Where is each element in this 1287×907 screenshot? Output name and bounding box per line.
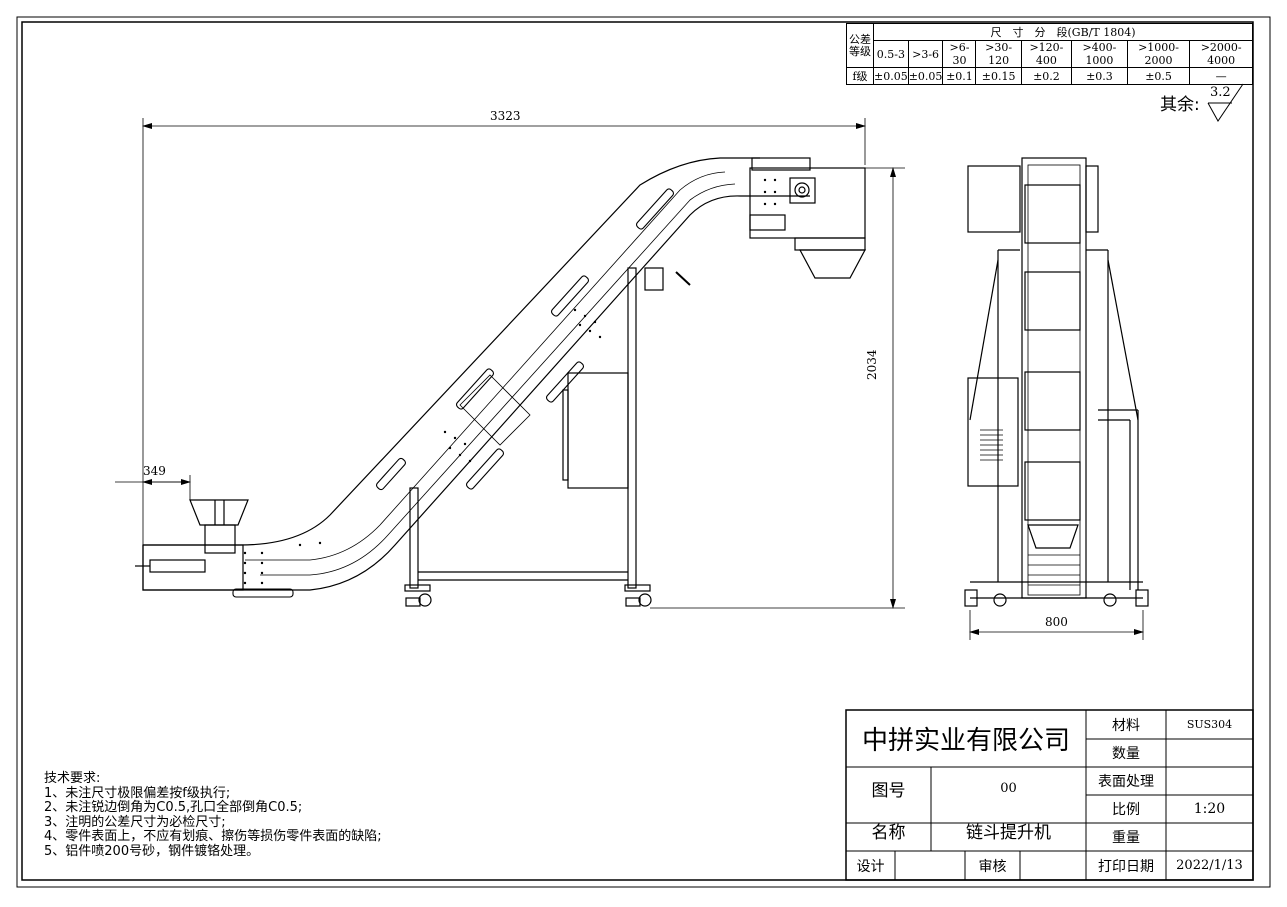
drawing-no-value: 00 — [1000, 780, 1017, 796]
dim-height: 2034 — [865, 349, 879, 380]
roughness-label: 其余: — [1160, 95, 1200, 115]
outer-border — [16, 16, 1271, 888]
surface-label: 表面处理 — [1098, 774, 1154, 790]
side-view — [135, 157, 867, 607]
tolerance-header-label: 公差 等级 — [846, 23, 874, 68]
drawing-no-label: 图号 — [871, 780, 906, 801]
design-value — [895, 851, 965, 880]
range-cell: >30-120 — [975, 40, 1022, 68]
weight-value — [1166, 823, 1253, 851]
dim-overall-length: 3323 — [490, 109, 521, 123]
tolerance-table: 公差 等级 尺 寸 分 段(GB/T 1804) 0.5-3 >3-6 >6-3… — [846, 23, 1253, 85]
dim-width: 800 — [1045, 615, 1068, 629]
tech-requirements: 技术要求: 1、未注尺寸极限偏差按f级执行; 2、未注锐边倒角为C0.5,孔口全… — [44, 771, 382, 859]
material-value: SUS304 — [1186, 718, 1233, 731]
value-cell: ±0.5 — [1126, 67, 1191, 85]
inner-border — [21, 21, 1254, 881]
tech-item: 4、零件表面上，不应有划痕、擦伤等损伤零件表面的缺陷; — [44, 829, 382, 844]
review-value — [1020, 851, 1086, 880]
surface-value — [1166, 767, 1253, 795]
range-cell: >1000-2000 — [1126, 40, 1191, 68]
scale-value: 1:20 — [1193, 801, 1226, 817]
company-name: 中拼实业有限公司 — [861, 726, 1070, 756]
value-cell: ±0.2 — [1020, 67, 1073, 85]
title-block-grid — [845, 709, 1254, 881]
grade-label: f级 — [846, 67, 874, 85]
roughness-symbol — [1207, 83, 1244, 122]
bolt-pattern — [243, 178, 777, 585]
range-cell: >6-30 — [942, 40, 977, 68]
dimension-lines — [115, 118, 905, 609]
quantity-label: 数量 — [1112, 746, 1140, 762]
dim-inlet-length: 349 — [143, 464, 166, 478]
range-cell: >2000-4000 — [1189, 40, 1253, 68]
value-cell: ±0.15 — [975, 67, 1022, 85]
range-cell: >400-1000 — [1071, 40, 1128, 68]
weight-label: 重量 — [1112, 830, 1140, 846]
value-cell: ±0.3 — [1071, 67, 1128, 85]
print-date-value: 2022/1/13 — [1176, 858, 1243, 873]
value-cell: ±0.1 — [942, 67, 977, 85]
material-label: 材料 — [1112, 717, 1140, 734]
tech-item: 5、铝件喷200号砂，钢件镀铬处理。 — [44, 843, 260, 859]
value-cell: ±0.05 — [907, 67, 944, 85]
range-cell: >3-6 — [907, 40, 944, 68]
value-cell: ±0.05 — [873, 67, 909, 85]
design-label: 设计 — [856, 858, 885, 875]
print-date-label: 打印日期 — [1098, 858, 1154, 875]
tolerance-title: 尺 寸 分 段(GB/T 1804) — [873, 23, 1253, 41]
range-cell: >120-400 — [1020, 40, 1073, 68]
review-label: 审核 — [978, 858, 1007, 875]
tech-heading: 技术要求: — [44, 771, 101, 786]
name-value: 链斗提升机 — [966, 822, 1051, 843]
roughness-value: 3.2 — [1210, 85, 1231, 100]
range-cell: 0.5-3 — [873, 40, 909, 68]
value-cell: — — [1189, 67, 1253, 85]
tech-item: 2、未注锐边倒角为C0.5,孔口全部倒角C0.5; — [44, 800, 303, 815]
quantity-value — [1166, 739, 1253, 767]
tech-item: 1、未注尺寸极限偏差按f级执行; — [44, 785, 231, 801]
name-label: 名称 — [871, 822, 906, 843]
scale-label: 比例 — [1112, 802, 1140, 818]
front-view — [964, 157, 1149, 607]
tech-item: 3、注明的公差尺寸为必检尺寸; — [44, 814, 226, 830]
